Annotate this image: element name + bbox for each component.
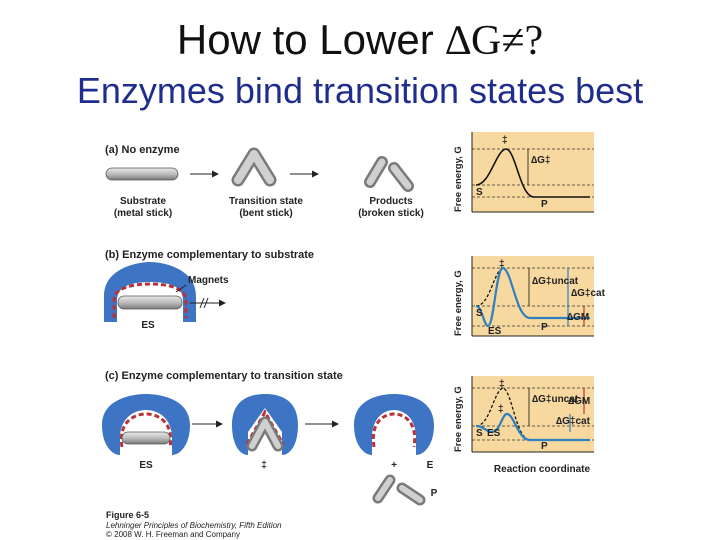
transition-sub: (bent stick) <box>239 208 292 219</box>
g3-dg-uncat: ∆G‡uncat <box>532 394 579 405</box>
bent-stick <box>231 147 277 187</box>
substrate-sub: (metal stick) <box>114 208 172 219</box>
es-label-b: ES <box>141 320 155 331</box>
g3-ts: ‡ <box>499 379 505 390</box>
title-prefix: How to Lower <box>176 16 446 63</box>
caption-book: Lehninger Principles of Biochemistry, Fi… <box>106 521 282 530</box>
x-axis-label: Reaction coordinate <box>494 464 591 475</box>
g3-dgm: ∆GM <box>568 396 590 407</box>
arrow-b-slash2 <box>203 297 209 309</box>
substrate-stick <box>105 167 179 181</box>
g1-p: P <box>541 199 548 210</box>
panel-c-title: (c) Enzyme complementary to transition s… <box>105 370 343 382</box>
energy-graph-b <box>471 256 594 337</box>
g1-ts: ‡ <box>502 135 508 146</box>
g1-dg: ∆G‡ <box>531 155 550 166</box>
g2-es: ES <box>488 326 502 337</box>
g3-ts2: ‡ <box>498 404 504 415</box>
g3-yaxis: Free energy, G <box>453 386 464 452</box>
g2-s: S <box>476 308 483 319</box>
arrow-b-slash1 <box>199 297 205 309</box>
g3-s: S <box>476 428 483 439</box>
slide-subtitle: Enzymes bind transition states best <box>76 70 644 111</box>
transition-label: Transition state <box>229 196 303 207</box>
enzyme-es-complex <box>102 394 190 455</box>
g2-dg-uncat: ∆G‡uncat <box>532 276 579 287</box>
plus-label: + <box>391 460 397 471</box>
energy-graph-a <box>471 132 594 213</box>
es-label-c: ES <box>139 460 153 471</box>
magnets-pointer <box>175 284 187 293</box>
g3-dg-cat: ∆G‡cat <box>556 416 591 427</box>
title-symbol: ∆G≠? <box>445 18 544 64</box>
g2-dgm: ∆GM <box>567 312 589 323</box>
g1-s: S <box>476 187 483 198</box>
enzyme-substrate-complex <box>104 262 196 322</box>
g1-yaxis: Free energy, G <box>453 146 464 212</box>
g3-es: ES <box>487 428 501 439</box>
g2-dg-cat: ∆G‡cat <box>571 288 606 299</box>
g3-p: P <box>541 441 548 452</box>
ts-label-c: ‡ <box>261 460 267 471</box>
slide-title: How to Lower ∆G≠? <box>0 16 720 65</box>
caption-figure: Figure 6-5 <box>106 510 149 520</box>
substrate-label: Substrate <box>120 196 167 207</box>
caption-copyright: © 2008 W. H. Freeman and Company <box>106 530 240 539</box>
g2-p: P <box>541 322 548 333</box>
products-sub: (broken stick) <box>358 208 424 219</box>
e-label: E <box>427 460 434 471</box>
magnets-label: Magnets <box>188 275 229 286</box>
free-enzyme <box>354 394 434 455</box>
g2-ts: ‡ <box>499 259 505 270</box>
enzyme-transition-complex <box>232 394 298 455</box>
p-label-c: P <box>431 488 438 499</box>
panel-b-title: (b) Enzyme complementary to substrate <box>105 249 314 261</box>
products-label: Products <box>369 196 413 207</box>
product-pieces <box>372 474 426 506</box>
broken-stick <box>364 156 414 192</box>
energy-graph-c <box>471 376 594 453</box>
g2-yaxis: Free energy, G <box>453 270 464 336</box>
panel-a-title: (a) No enzyme <box>105 144 180 156</box>
